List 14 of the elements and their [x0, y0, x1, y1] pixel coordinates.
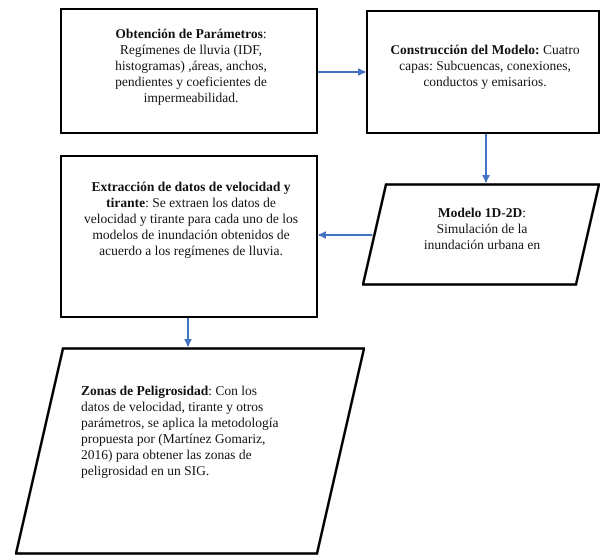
process-box — [60, 155, 318, 318]
process-box — [60, 8, 318, 134]
arrow — [318, 68, 366, 76]
data-parallelogram — [362, 183, 600, 286]
process-box — [366, 10, 600, 134]
node-text: Modelo 1D-2D: Simulación de la inundación urbana en — [422, 205, 542, 253]
arrow — [184, 318, 192, 347]
data-parallelogram — [15, 347, 365, 555]
node-text: Zonas de Peligrosidad: Con los datos de velocidad, tirante y otros parámetros, se aplica la metodología propuesta por (Martínez Gomariz, 2016) para obtener las zonas de peligrosidad en un SIG. — [81, 383, 280, 479]
node-text: Construcción del Modelo: Cuatro capas: Subcuencas, conexiones, conductos y emisarios. — [389, 42, 581, 90]
node-text: Extracción de datos de velocidad y tirante: Se extraen los datos de velocidad y tirante para cada uno de los modelos de inundación obtenidos de acuerdo a los regímenes de lluvia. — [82, 179, 300, 259]
arrow — [482, 134, 490, 183]
node-text: Obtención de Parámetros: Regímenes de lluvia (IDF, histogramas) ,áreas, anchos, pendientes y coeficientes de impermeabilidad. — [114, 26, 268, 106]
arrow — [318, 231, 372, 239]
